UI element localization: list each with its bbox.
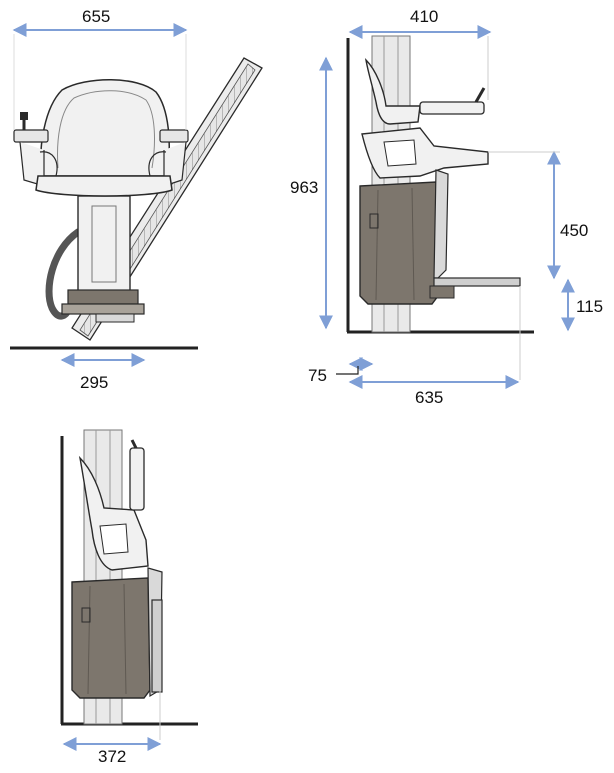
label-seat-height-450: 450	[560, 221, 589, 240]
folded-view	[60, 429, 198, 751]
leader-75	[336, 366, 359, 375]
seat-frame-side	[361, 127, 489, 179]
label-footrest-115: 115	[576, 297, 604, 316]
motor-housing-folded	[71, 577, 151, 699]
seat-bracket-side	[433, 169, 449, 279]
label-footprint-295: 295	[80, 373, 109, 392]
seat-back-side	[364, 57, 421, 125]
seat-folded	[78, 455, 149, 571]
front-view	[10, 57, 263, 350]
joystick-control	[20, 112, 28, 130]
carriage-base	[61, 289, 145, 323]
armrests	[13, 129, 189, 187]
label-height-963: 963	[290, 178, 319, 197]
label-width-655: 655	[82, 7, 111, 26]
armrest-folded	[129, 447, 145, 511]
side-view	[319, 25, 575, 389]
label-seat-depth-410: 410	[410, 7, 439, 26]
seat-column	[77, 195, 131, 301]
seat-cushion	[35, 175, 173, 197]
armrest-side	[419, 101, 485, 115]
label-depth-635: 635	[415, 388, 444, 407]
label-clearance-75: 75	[308, 366, 327, 385]
motor-housing-side	[359, 181, 439, 305]
label-folded-372: 372	[98, 747, 127, 766]
footrest-side	[429, 277, 521, 299]
footrest-folded	[151, 599, 163, 693]
